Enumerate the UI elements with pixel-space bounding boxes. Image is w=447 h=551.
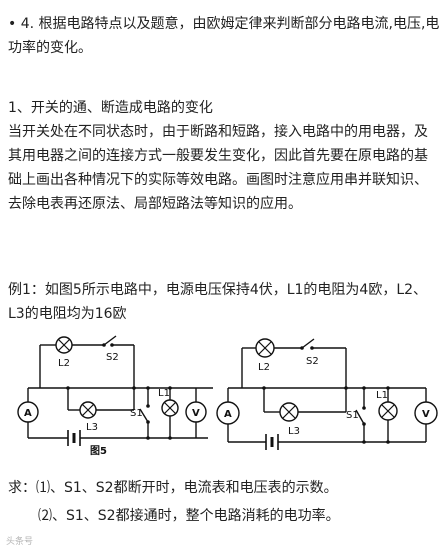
voltmeter-icon [414, 401, 438, 425]
circuit-diagram-left: A V L2 L3 L1 S1 S2 图5 [17, 335, 213, 457]
s1-label: S1 [130, 408, 143, 419]
ammeter-label: A [224, 409, 232, 420]
circuit-diagram-right: A V L2 L3 L1 S1 S2 [216, 338, 438, 450]
ammeter-icon [216, 401, 240, 425]
ammeter-icon [17, 401, 39, 423]
figure-caption: 图5 [90, 445, 107, 457]
question-1: 求：⑴、S1、S2都断开时，电流表和电压表的示数。 [8, 480, 338, 496]
voltmeter-label: V [192, 408, 200, 419]
s2-label: S2 [106, 352, 119, 363]
voltmeter-label: V [422, 409, 430, 420]
ammeter-label: A [24, 408, 32, 419]
example-text: 例1：如图5所示电路中，电源电压保持4伏，L1的电阻为4欧，L2、L3的电阻均为… [8, 282, 428, 322]
section-heading: 1、开关的通、断造成电路的变化 [8, 100, 213, 116]
watermark: 头条号 [6, 537, 34, 547]
l3-label: L3 [86, 422, 98, 433]
l2-label: L2 [58, 358, 70, 369]
l3-label: L3 [288, 426, 300, 437]
section-body: 当开关处在不同状态时，由于断路和短路，接入电路中的用电器，及其用电器之间的连接方… [8, 124, 428, 212]
voltmeter-icon [185, 401, 207, 423]
s1-label: S1 [346, 410, 359, 421]
question-2: ⑵、S1、S2都接通时，整个电路消耗的电功率。 [38, 508, 340, 524]
intro-paragraph: • 4. 根据电路特点以及题意，由欧姆定律来判断部分电路电流,电压,电功率的变化… [8, 16, 440, 56]
s2-label: S2 [306, 356, 319, 367]
l2-label: L2 [258, 362, 270, 373]
l1-label: L1 [158, 388, 170, 399]
l1-label: L1 [376, 390, 388, 401]
